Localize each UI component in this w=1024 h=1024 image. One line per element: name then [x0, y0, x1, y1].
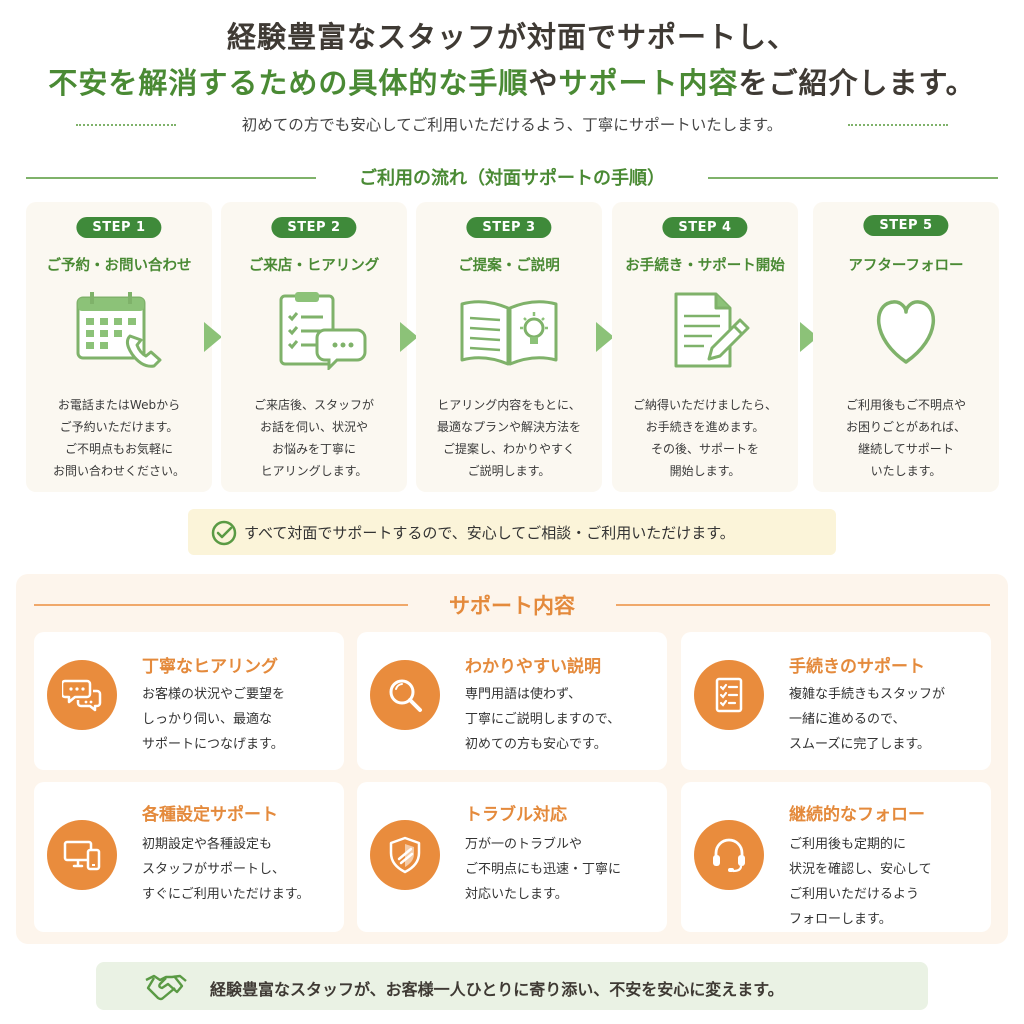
- checklist-icon: [715, 677, 743, 713]
- flow-heading-rule-right: [708, 177, 998, 179]
- hero-title-green2: サポート内容: [558, 66, 739, 100]
- support-card-description: お客様の状況やご要望を しっかり伺い、最適な サポートにつなげます。: [142, 687, 286, 752]
- step-card-5: STEP 5 アフターフォロー ご利用後もご不明点や お困りごとがあれば、 継続…: [813, 202, 999, 492]
- step-title: ご予約・お問い合わせ: [46, 258, 192, 274]
- support-card-description: ご利用後も定期的に 状況を確認し、安心して ご利用いただけるよう フォローします…: [789, 837, 932, 927]
- shield-icon: [389, 836, 421, 874]
- support-card-title: 継続的なフォロー: [789, 805, 925, 825]
- support-card-title: 手続きのサポート: [789, 657, 925, 677]
- step-arrow-2: [400, 322, 418, 352]
- step-title: アフターフォロー: [848, 258, 964, 274]
- clipboard-chat-icon: [279, 292, 367, 370]
- step-description: お電話またはWebから ご予約いただけます。 ご不明点もお気軽に お問い合わせく…: [52, 398, 185, 478]
- hero-title-end: をご紹介します。: [738, 66, 976, 100]
- support-card-explanation: わかりやすい説明 専門用語は使わず、 丁寧にご説明しますので、 初めての方も安心…: [357, 632, 667, 770]
- magnifier-icon: [389, 679, 422, 712]
- step-description: ヒアリング内容をもとに、 最適なプランや解決方法を ご提案し、わかりやすく ご説…: [436, 398, 581, 478]
- step-card-3: STEP 3 ご提案・ご説明 ヒアリング内容をもとに、 最適なプランや解決方法を…: [416, 202, 602, 492]
- step-description: ご来店後、スタッフが お話を伺い、状況や お悩みを丁寧に ヒアリングします。: [253, 398, 374, 478]
- support-card-title: わかりやすい説明: [465, 657, 601, 677]
- step-card-2: STEP 2 ご来店・ヒアリング ご来店後、スタッフが お話を伺い、状況や お悩…: [221, 202, 407, 492]
- support-card-title: トラブル対応: [465, 805, 567, 825]
- reassurance-text: すべて対面でサポートするので、安心してご相談・ご利用いただけます。: [244, 524, 735, 542]
- step-badge: STEP 3: [466, 217, 552, 238]
- step-title: ご来店・ヒアリング: [248, 258, 380, 274]
- reassurance-note: すべて対面でサポートするので、安心してご相談・ご利用いただけます。: [188, 509, 836, 555]
- speech-bubbles-icon: [62, 679, 102, 712]
- calendar-phone-icon: [76, 292, 162, 368]
- step-badge: STEP 4: [662, 217, 748, 238]
- step-title: お手続き・サポート開始: [625, 258, 785, 274]
- headset-icon: [713, 838, 745, 873]
- support-card-hearing: 丁寧なヒアリング お客様の状況やご要望を しっかり伺い、最適な サポートにつなげ…: [34, 632, 344, 770]
- flow-heading: ご利用の流れ（対面サポートの手順）: [359, 168, 665, 189]
- step-arrow-3: [596, 322, 614, 352]
- support-card-description: 万が一のトラブルや ご不明点にも迅速・丁寧に 対応いたします。: [465, 837, 622, 902]
- hero-subtitle: 初めての方でも安心してご利用いただけるよう、丁寧にサポートいたします。: [241, 116, 783, 134]
- support-card-title: 各種設定サポート: [142, 805, 278, 825]
- step-badge: STEP 1: [76, 217, 162, 238]
- check-circle-icon: [211, 520, 237, 546]
- support-card-description: 専門用語は使わず、 丁寧にご説明しますので、 初めての方も安心です。: [465, 687, 621, 752]
- dotted-divider-left: [76, 124, 176, 126]
- step-description: ご利用後もご不明点や お困りごとがあれば、 継続してサポート いたします。: [845, 398, 966, 478]
- hero-title-green: 不安を解消するための具体的な手順: [48, 66, 529, 100]
- handshake-icon: [145, 974, 187, 1001]
- step-card-4: STEP 4 お手続き・サポート開始 ご納得いただけましたら、 お手続きを進めま…: [612, 202, 798, 492]
- support-card-follow: 継続的なフォロー ご利用後も定期的に 状況を確認し、安心して ご利用いただけるよ…: [681, 782, 991, 932]
- heart-icon: [877, 300, 935, 364]
- step-description: ご納得いただけましたら、 お手続きを進めます。 その後、サポートを 開始します。: [632, 398, 777, 478]
- support-card-description: 初期設定や各種設定も スタッフがサポートし、 すぐにご利用いただけます。: [142, 837, 310, 902]
- hero-title-connector: や: [528, 66, 559, 100]
- step-arrow-1: [204, 322, 222, 352]
- support-heading: サポート内容: [449, 594, 575, 618]
- step-badge: STEP 2: [271, 217, 357, 238]
- step-title: ご提案・ご説明: [458, 258, 560, 274]
- support-heading-rule-right: [616, 604, 990, 606]
- hero-title-line2: 不安を解消するための具体的な手順やサポート内容をご紹介します。: [0, 60, 1024, 102]
- dotted-divider-right: [848, 124, 948, 126]
- document-pen-icon: [674, 292, 750, 368]
- devices-icon: [63, 840, 101, 871]
- footer-message: 経験豊富なスタッフが、お客様一人ひとりに寄り添い、不安を安心に変えます。: [210, 980, 784, 999]
- support-heading-rule-left: [34, 604, 408, 606]
- support-card-title: 丁寧なヒアリング: [142, 657, 278, 677]
- footer-banner: 経験豊富なスタッフが、お客様一人ひとりに寄り添い、不安を安心に変えます。: [96, 962, 928, 1010]
- support-card-procedure: 手続きのサポート 複雑な手続きもスタッフが 一緒に進めるので、 スムーズに完了し…: [681, 632, 991, 770]
- step-card-1: STEP 1 ご予約・お問い合わせ お電話またはWebから ご予約いただけます。…: [26, 202, 212, 492]
- hero-title-line1: 経験豊富なスタッフが対面でサポートし、: [226, 20, 797, 54]
- open-book-bulb-icon: [460, 300, 558, 366]
- step-badge: STEP 5: [863, 215, 949, 236]
- support-card-description: 複雑な手続きもスタッフが 一緒に進めるので、 スムーズに完了します。: [789, 687, 946, 752]
- support-card-settings: 各種設定サポート 初期設定や各種設定も スタッフがサポートし、 すぐにご利用いた…: [34, 782, 344, 932]
- support-card-trouble: トラブル対応 万が一のトラブルや ご不明点にも迅速・丁寧に 対応いたします。: [357, 782, 667, 932]
- flow-heading-rule-left: [26, 177, 316, 179]
